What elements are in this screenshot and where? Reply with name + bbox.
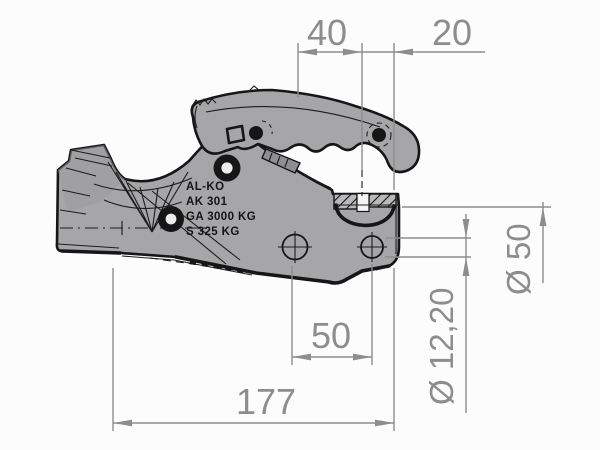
- dim-177: 177: [112, 268, 395, 431]
- dim-label-40: 40: [307, 12, 347, 53]
- pin-left: [249, 126, 263, 140]
- dim-arrow-50-right: [353, 353, 372, 361]
- dim-dia-12-20: Ø 12,20: [385, 214, 471, 413]
- dim-arrow-50-left: [292, 353, 311, 361]
- dim-label-20: 20: [432, 12, 472, 53]
- handle-inner-line: [205, 106, 381, 128]
- release-lever-hatch: [268, 152, 289, 168]
- dim-arrow-20: [394, 48, 413, 56]
- rib-fan-lines: [107, 161, 189, 233]
- coupling-body: [55, 120, 401, 285]
- rear-tab-line: [70, 149, 111, 159]
- dim-dia-50: Ø 50: [402, 202, 551, 295]
- mount-hole-left-crosshair: [278, 231, 312, 263]
- rear-tab-line2: [74, 157, 113, 167]
- socket-notch: [356, 192, 370, 213]
- body-holes: [158, 154, 241, 232]
- marking-gross-weight: GA 3000 KG: [186, 211, 256, 223]
- dim-label-dia50: Ø 50: [500, 223, 537, 295]
- mount-hole-right-crosshair: [357, 232, 387, 262]
- marking-nose-weight: S 325 KG: [186, 226, 240, 238]
- dim-arrow-40-left: [298, 48, 317, 56]
- body-hole-lower-center: [165, 213, 177, 225]
- dim-arrow-177-right: [375, 419, 394, 427]
- mounting-holes: [278, 231, 387, 263]
- marking-brand: AL-KO: [186, 181, 224, 193]
- marking-model: AK 301: [186, 196, 228, 208]
- handle-top-tab: [247, 85, 261, 93]
- rear-facet-shade: [58, 145, 125, 212]
- dim-top-40-20: 40 20: [297, 12, 485, 190]
- pin-right-dashed-circle: [366, 122, 392, 148]
- part-markings: AL-KO AK 301 GA 3000 KG S 325 KG: [186, 181, 256, 238]
- dim-label-dia1220: Ø 12,20: [423, 288, 460, 405]
- rib-cross-arcs: [93, 177, 193, 210]
- dim-arrow-dia1220-top: [462, 219, 470, 238]
- ball-socket-section: [333, 170, 398, 228]
- flange-bottom-edge: [60, 249, 391, 285]
- dim-dia1220-extension-lines: [385, 237, 471, 258]
- pin-left-dashed-arc: [261, 120, 273, 135]
- dim-label-177: 177: [236, 381, 296, 422]
- dim-arrow-40-right: [343, 48, 362, 56]
- rear-facet-lines: [59, 167, 97, 215]
- flange-dark-dashes: [189, 260, 249, 274]
- body-hole-upper-center: [221, 162, 233, 174]
- dim-arrow-dia50: [539, 207, 547, 226]
- dim-label-50: 50: [311, 315, 351, 356]
- ball-socket-cup: [334, 203, 396, 228]
- handle-end-line: [194, 105, 198, 129]
- dim-50-extension-lines: [291, 264, 373, 365]
- dim-arrow-dia1220-bottom: [462, 257, 470, 276]
- dim-177-extension-lines: [112, 268, 395, 431]
- pin-right: [372, 128, 386, 142]
- rear-shoe-line: [57, 243, 120, 249]
- dim-bottom-50: 50: [291, 264, 373, 365]
- dim-arrow-177-left: [113, 419, 132, 427]
- handle-grip-serrations: [191, 98, 217, 107]
- pivot-block: [225, 124, 246, 145]
